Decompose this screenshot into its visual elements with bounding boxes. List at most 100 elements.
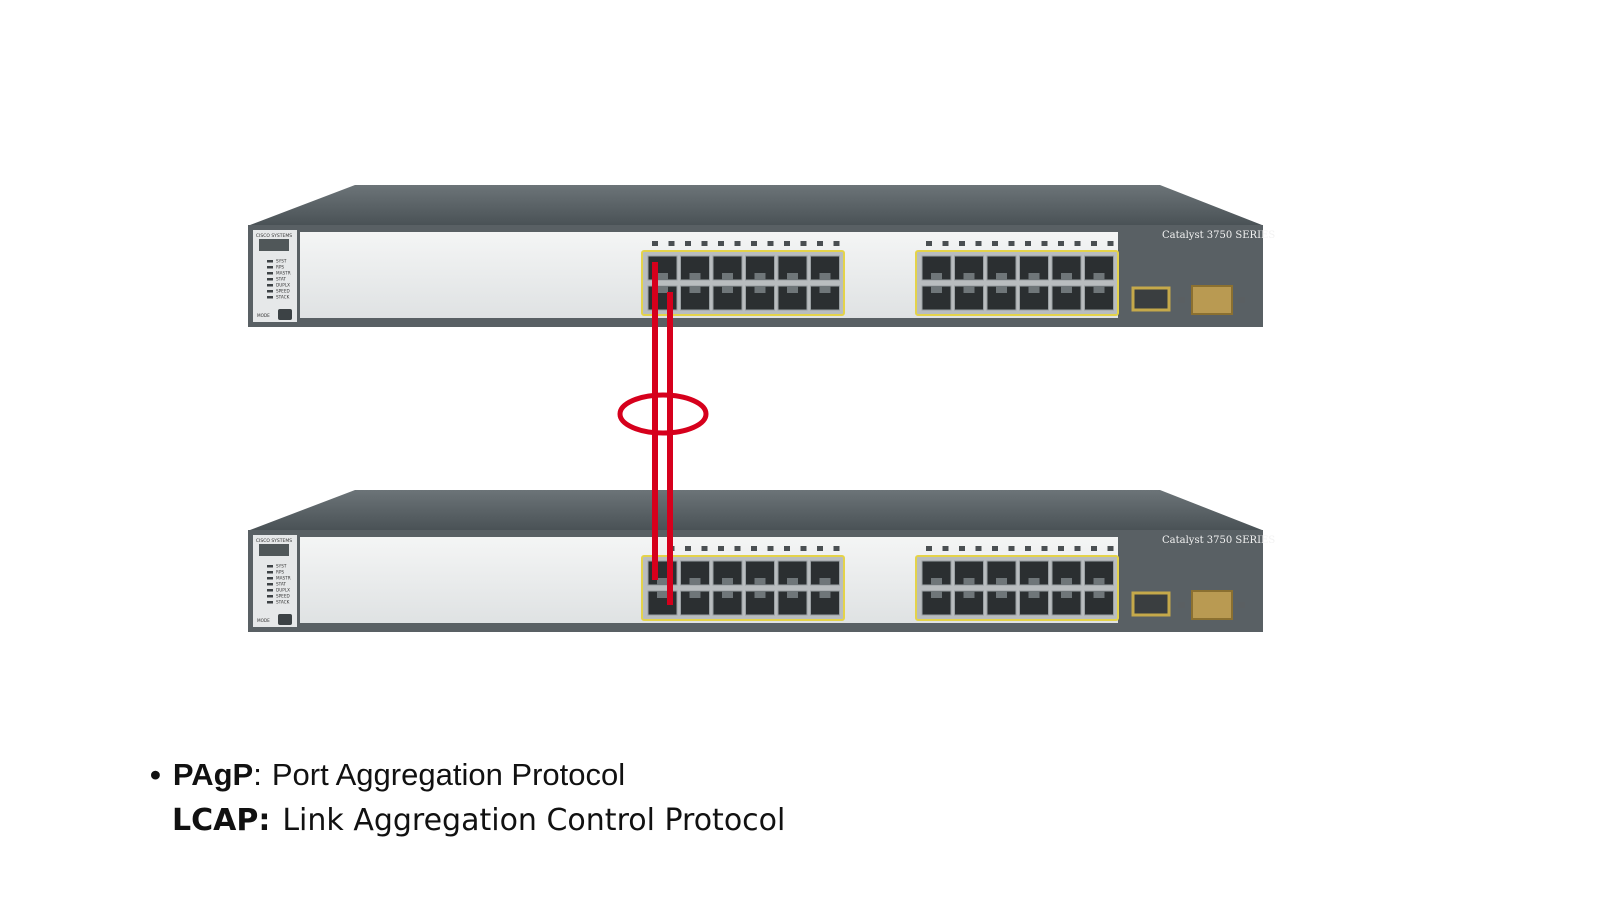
- caption-pagp: • PAgP : Port Aggregation Protocol: [150, 757, 625, 793]
- port-block-1: [641, 241, 845, 316]
- port-latch: [931, 578, 942, 585]
- port-led: [718, 546, 724, 551]
- model-label: Catalyst 3750 SERIES: [1162, 230, 1275, 241]
- port-led: [1041, 241, 1048, 246]
- status-led: [267, 589, 273, 592]
- led-label-stat: STAT: [276, 582, 286, 587]
- bullet-icon: •: [150, 757, 161, 792]
- pagp-definition: Port Aggregation Protocol: [271, 757, 626, 792]
- port-led: [1107, 546, 1114, 551]
- port-led: [1025, 241, 1031, 246]
- port-led: [767, 241, 774, 246]
- port-latch: [963, 273, 975, 280]
- port-latch: [819, 578, 831, 585]
- port-led: [652, 241, 658, 246]
- switch-top: [250, 490, 1262, 530]
- port-latch: [689, 286, 701, 293]
- port-led: [751, 241, 757, 246]
- status-led: [267, 565, 273, 568]
- port-block-1: [641, 546, 845, 621]
- port-latch: [657, 273, 668, 280]
- port-latch: [1028, 578, 1040, 585]
- port-led: [833, 546, 840, 551]
- port-latch: [754, 286, 766, 293]
- sfp-led: [1238, 602, 1245, 608]
- port-latch: [931, 286, 942, 293]
- port-led: [784, 241, 790, 246]
- caption-lacp: LCAP: Link Aggregation Control Protocol: [172, 803, 785, 838]
- sfp-led: [1178, 297, 1185, 303]
- status-led: [267, 571, 273, 574]
- port-led: [992, 546, 998, 551]
- port-led: [1107, 241, 1114, 246]
- port-led: [942, 546, 949, 551]
- status-led: [267, 583, 273, 586]
- port-latch: [1061, 578, 1072, 585]
- port-block-2: [915, 546, 1119, 621]
- port-latch: [963, 578, 975, 585]
- sfp-led: [1238, 297, 1245, 303]
- port-led: [926, 546, 932, 551]
- status-led: [267, 260, 273, 263]
- switch-2: CISCO SYSTEMSSYSTRPSMASTRSTATDUPLXSPEEDS…: [248, 490, 1275, 632]
- port-led: [1074, 241, 1081, 246]
- port-latch: [931, 591, 942, 598]
- led-label-stat: STAT: [276, 277, 286, 282]
- port-led: [1058, 241, 1064, 246]
- port-latch: [963, 591, 975, 598]
- port-latch: [722, 286, 733, 293]
- port-led: [926, 241, 932, 246]
- status-led: [267, 284, 273, 287]
- sfp-led: [1178, 602, 1185, 608]
- port-latch: [1061, 591, 1072, 598]
- mode-label: MODE: [257, 618, 270, 623]
- model-label: Catalyst 3750 SERIES: [1162, 535, 1275, 546]
- switch-1: CISCO SYSTEMSSYSTRPSMASTRSTATDUPLXSPEEDS…: [248, 185, 1275, 327]
- led-label-duplx: DUPLX: [276, 283, 290, 288]
- port-led: [701, 241, 708, 246]
- port-latch: [787, 591, 798, 598]
- port-latch: [787, 578, 798, 585]
- port-latch: [722, 273, 733, 280]
- port-led: [1091, 241, 1097, 246]
- sfp-slot-1: [1131, 591, 1171, 617]
- port-led: [800, 241, 807, 246]
- port-latch: [996, 286, 1007, 293]
- lacp-term: LCAP:: [172, 803, 271, 838]
- status-led: [267, 290, 273, 293]
- port-led: [1008, 241, 1015, 246]
- port-block-2: [915, 241, 1119, 316]
- mode-button: [278, 614, 292, 625]
- status-led: [267, 296, 273, 299]
- status-led: [267, 601, 273, 604]
- status-led: [267, 278, 273, 281]
- port-latch: [996, 578, 1007, 585]
- led-label-mastr: MASTR: [276, 576, 291, 581]
- port-latch: [787, 286, 798, 293]
- port-latch: [754, 591, 766, 598]
- rj45-port: [777, 285, 808, 311]
- port-latch: [819, 286, 831, 293]
- cisco-logo-icon: [259, 544, 289, 556]
- port-latch: [1028, 286, 1040, 293]
- led-label-mastr: MASTR: [276, 271, 291, 276]
- port-led: [975, 546, 982, 551]
- port-latch: [689, 578, 701, 585]
- bundle-ellipse: [617, 392, 709, 436]
- mode-label: MODE: [257, 313, 270, 318]
- port-led: [817, 546, 823, 551]
- port-led: [833, 241, 840, 246]
- port-led: [1058, 546, 1064, 551]
- led-label-speed: SPEED: [276, 594, 290, 599]
- port-led: [734, 546, 741, 551]
- sfp-slot-1: [1131, 286, 1171, 312]
- led-label-syst: SYST: [276, 259, 287, 264]
- port-latch: [996, 273, 1007, 280]
- port-led: [942, 241, 949, 246]
- port-latch: [754, 578, 766, 585]
- sfp-module: [1191, 590, 1233, 620]
- vendor-label: CISCO SYSTEMS: [256, 233, 292, 239]
- port-led: [1008, 546, 1015, 551]
- rj45-port: [680, 560, 710, 586]
